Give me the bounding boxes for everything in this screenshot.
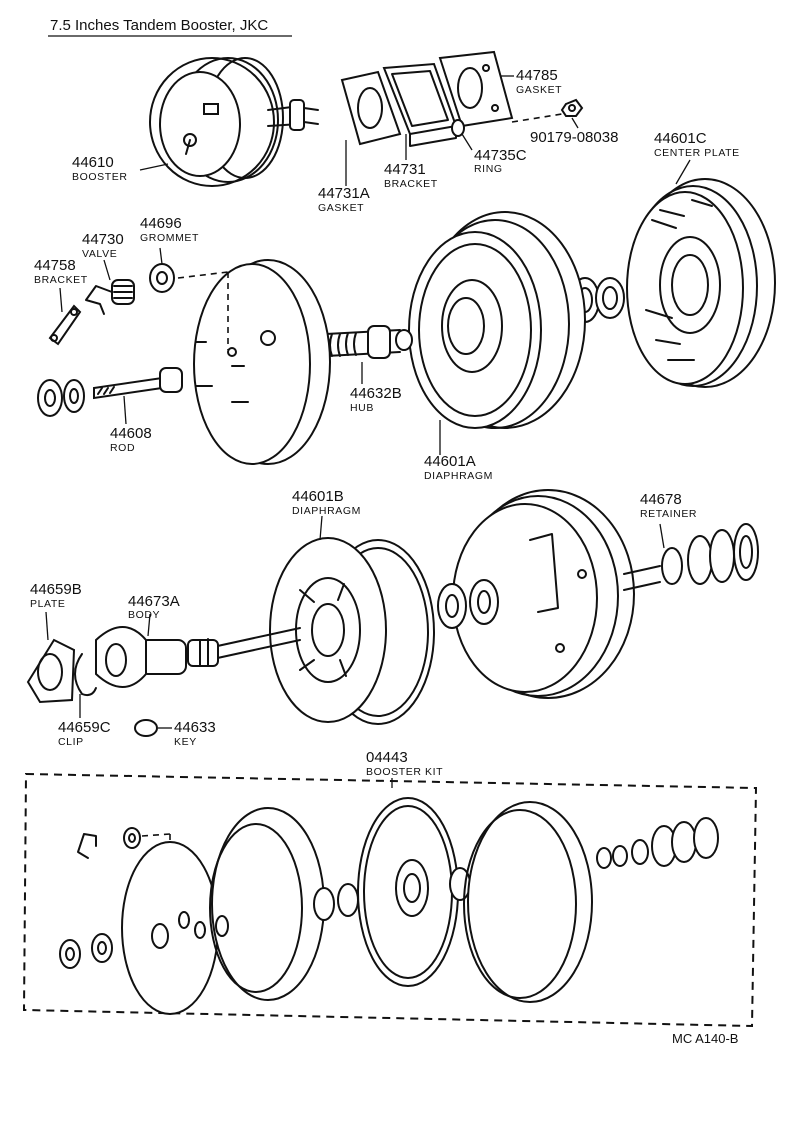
ring-44735c-drawing bbox=[451, 119, 465, 137]
kit-parts-drawing bbox=[59, 797, 719, 1015]
part-number-44673a: 44673A bbox=[128, 593, 180, 610]
part-number-44731a: 44731A bbox=[318, 185, 370, 202]
part-name-44659c: CLIP bbox=[58, 736, 84, 748]
part-name-44610: BOOSTER bbox=[72, 171, 128, 183]
part-number-44659b: 44659B bbox=[30, 581, 82, 598]
leader-44730 bbox=[103, 259, 111, 281]
leader-44696 bbox=[159, 247, 163, 265]
leader-44735c bbox=[461, 133, 473, 151]
grommet-44696-drawing bbox=[149, 263, 175, 293]
bracket-44758-drawing bbox=[48, 304, 82, 346]
part-name-44731: BRACKET bbox=[384, 178, 438, 190]
part-number-44601b: 44601B bbox=[292, 488, 344, 505]
part-number-44758: 44758 bbox=[34, 257, 76, 274]
figure-reference: MC A140-B bbox=[672, 1031, 738, 1046]
booster-kit-boundary bbox=[22, 772, 758, 1028]
part-name-44632b: HUB bbox=[350, 402, 374, 414]
leader-44601b bbox=[319, 515, 323, 541]
part-number-44731: 44731 bbox=[384, 161, 426, 178]
part-name-44601b: DIAPHRAGM bbox=[292, 505, 361, 517]
part-name-44601c: CENTER PLATE bbox=[654, 147, 740, 159]
part-number-44601a: 44601A bbox=[424, 453, 476, 470]
center-plate-drawing bbox=[626, 178, 776, 388]
part-name-44731a: GASKET bbox=[318, 202, 364, 214]
body-44673a-drawing bbox=[95, 626, 301, 688]
leader-44673a bbox=[147, 613, 151, 637]
nut-90179-drawing bbox=[560, 98, 584, 117]
part-name-44659b: PLATE bbox=[30, 598, 65, 610]
assembly-path-nut bbox=[511, 113, 563, 123]
part-number-44785: 44785 bbox=[516, 67, 558, 84]
booster-assembly-drawing bbox=[149, 57, 319, 187]
part-name-44678: RETAINER bbox=[640, 508, 697, 520]
leader-44610 bbox=[139, 163, 169, 171]
part-number-44659c: 44659C bbox=[58, 719, 111, 736]
valve-44730-drawing bbox=[85, 279, 135, 315]
part-name-44758: BRACKET bbox=[34, 274, 88, 286]
part-name-44633: KEY bbox=[174, 736, 197, 748]
part-number-44601c: 44601C bbox=[654, 130, 707, 147]
leader-44758 bbox=[59, 287, 63, 313]
part-number-90179: 90179-08038 bbox=[530, 129, 618, 146]
part-number-44610: 44610 bbox=[72, 154, 114, 171]
leader-90179 bbox=[571, 117, 579, 129]
leader-44608 bbox=[123, 395, 127, 425]
plate-44659b-drawing bbox=[26, 638, 76, 704]
key-44633-drawing bbox=[134, 719, 158, 737]
part-name-44730: VALVE bbox=[82, 248, 117, 260]
gasket-44731a-drawing bbox=[340, 70, 402, 146]
rear-shell-drawing bbox=[452, 489, 635, 699]
gasket-44785-drawing bbox=[438, 50, 514, 128]
part-number-44696: 44696 bbox=[140, 215, 182, 232]
part-name-44785: GASKET bbox=[516, 84, 562, 96]
part-number-44633: 44633 bbox=[174, 719, 216, 736]
retainer-44678-drawing bbox=[623, 523, 759, 591]
part-number-44632b: 44632B bbox=[350, 385, 402, 402]
part-name-44696: GROMMET bbox=[140, 232, 199, 244]
leader-44659b bbox=[45, 611, 49, 641]
part-number-04443: 04443 bbox=[366, 749, 408, 766]
part-name-44735c: RING bbox=[474, 163, 503, 175]
part-name-44601a: DIAPHRAGM bbox=[424, 470, 493, 482]
rear-seal-drawing bbox=[437, 579, 499, 629]
part-name-44673a: BODY bbox=[128, 609, 160, 621]
part-number-44678: 44678 bbox=[640, 491, 682, 508]
part-number-44608: 44608 bbox=[110, 425, 152, 442]
leader-44678 bbox=[659, 523, 665, 549]
diaphragm-44601a-drawing bbox=[408, 211, 586, 429]
part-name-04443: BOOSTER KIT bbox=[366, 766, 443, 778]
hub-44632b-drawing bbox=[325, 325, 413, 359]
rod-44608-drawing bbox=[37, 367, 183, 417]
leader-44601c bbox=[675, 159, 691, 185]
part-number-44730: 44730 bbox=[82, 231, 124, 248]
diagram-title: 7.5 Inches Tandem Booster, JKC bbox=[50, 17, 268, 34]
clip-44659c-drawing bbox=[74, 653, 97, 697]
diaphragm-44601b-drawing bbox=[269, 537, 435, 725]
part-name-44608: ROD bbox=[110, 442, 135, 454]
front-shell-drawing bbox=[193, 259, 331, 465]
part-number-44735c: 44735C bbox=[474, 147, 527, 164]
assembly-path-grommet bbox=[177, 271, 229, 279]
